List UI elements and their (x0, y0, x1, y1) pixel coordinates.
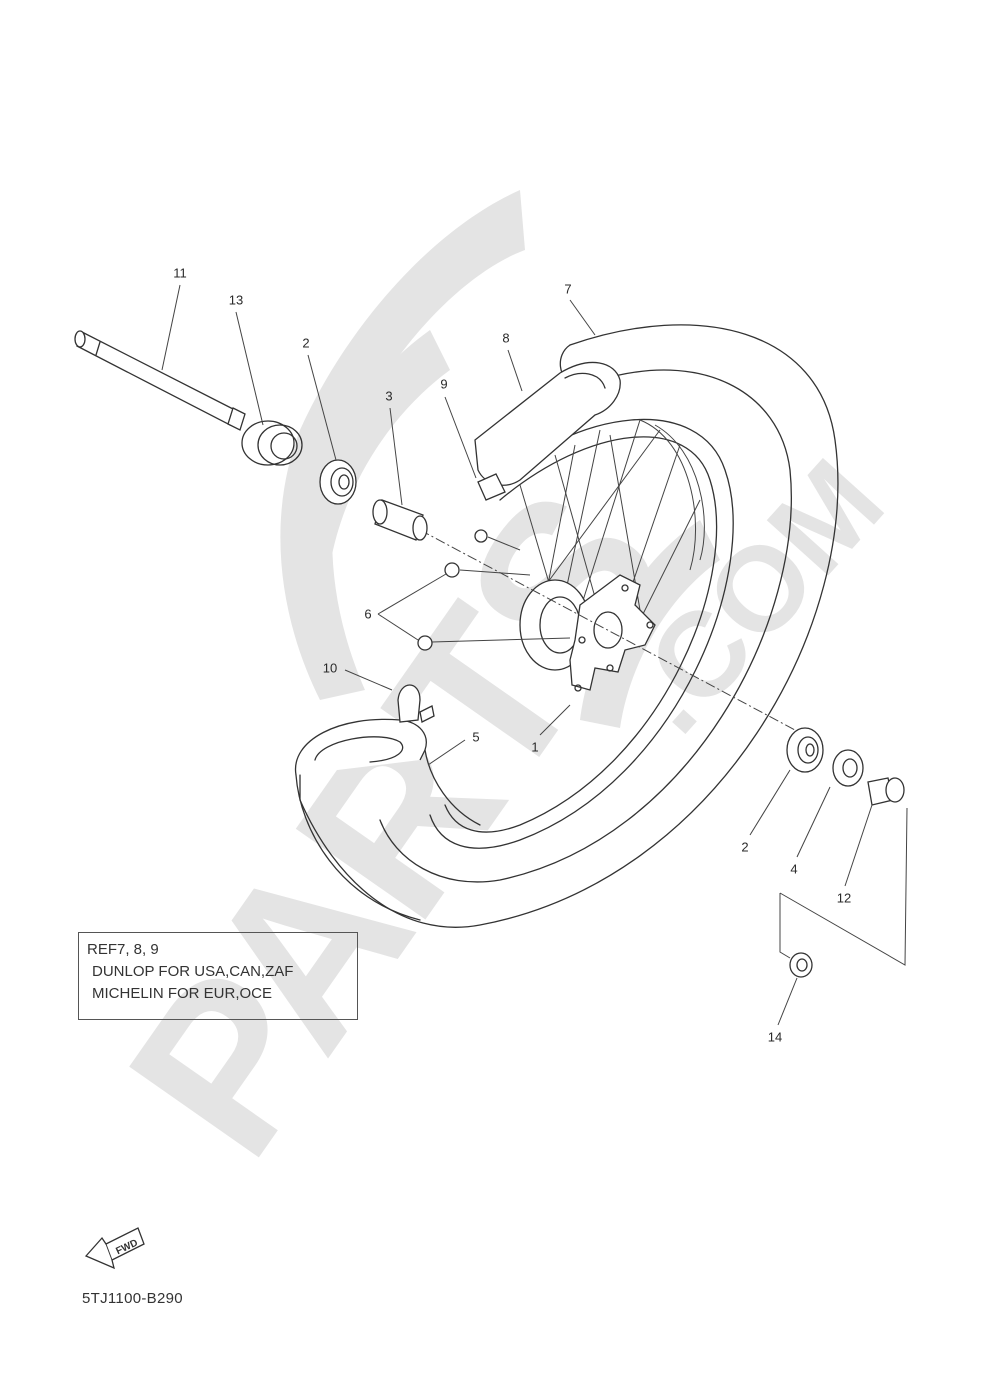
bearing-left (319, 459, 357, 505)
note-line-ref: REF7, 8, 9 (87, 941, 159, 958)
rim (429, 418, 734, 849)
callout-12: 12 (836, 890, 852, 906)
bearing-right (786, 727, 824, 773)
watermark: PARTS .COM (80, 190, 909, 1198)
nut (789, 952, 813, 978)
callout-11: 11 (173, 265, 187, 281)
spacer (372, 499, 428, 541)
callout-13: 13 (228, 292, 244, 308)
oil-seal (832, 749, 864, 787)
reference-note-box: REF7, 8, 9 DUNLOP FOR USA,CAN,ZAF MICHEL… (78, 932, 358, 1020)
diagram-code: 5TJ1100-B290 (82, 1290, 183, 1307)
callout-5: 5 (472, 729, 480, 745)
callout-4: 4 (790, 861, 798, 877)
callout-6: 6 (364, 606, 372, 622)
nut-bracket (779, 893, 791, 959)
collar-right (867, 777, 905, 806)
axle (74, 330, 246, 431)
forward-arrow-icon: FWD (82, 1222, 152, 1277)
rim-band (294, 684, 481, 921)
callout-10: 10 (322, 660, 338, 676)
callout-9: 9 (440, 376, 448, 392)
callout-2-right: 2 (741, 839, 749, 855)
axle-centerline (419, 529, 796, 731)
callout-2-left: 2 (302, 335, 310, 351)
callout-14: 14 (767, 1029, 783, 1045)
valve-nut (477, 473, 506, 501)
note-line-michelin: MICHELIN FOR EUR,OCE (92, 985, 273, 1002)
note-line-dunlop: DUNLOP FOR USA,CAN,ZAF (92, 963, 294, 980)
nut-bracket-2 (779, 807, 908, 966)
callout-3: 3 (385, 388, 393, 404)
spoke-nipples (417, 529, 571, 651)
callout-8: 8 (502, 330, 510, 346)
callout-7: 7 (564, 281, 572, 297)
svg-text:PARTS: PARTS (80, 451, 711, 1198)
callout-1: 1 (531, 739, 539, 755)
leader-lines (161, 284, 873, 1026)
collar (241, 420, 303, 466)
